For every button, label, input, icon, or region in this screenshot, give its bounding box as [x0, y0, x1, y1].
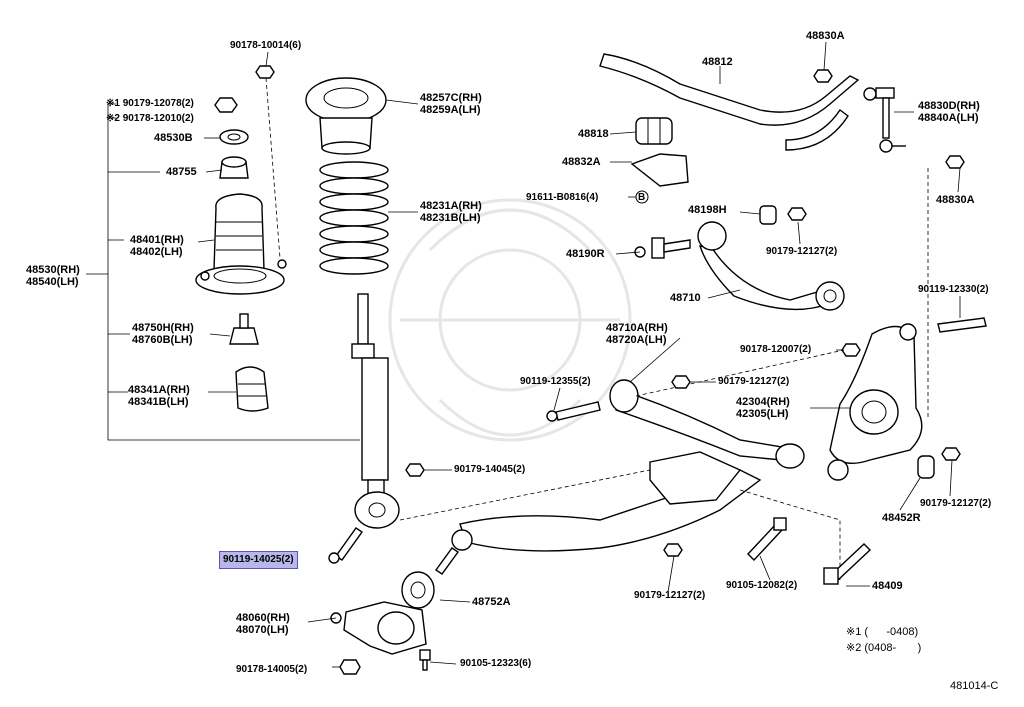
note-variant-2: ※2 (0408- ) [846, 642, 922, 654]
label-90119-12330: 90119-12330(2) [918, 284, 989, 295]
label-48190R: 48190R [566, 248, 605, 260]
label-91611-B0816: 91611-B0816(4) [526, 192, 599, 203]
label-48060: 48060(RH) [236, 612, 290, 624]
label-48752A: 48752A [472, 596, 511, 608]
bolt-marker-label: B [638, 192, 646, 203]
label-48840A: 48840A(LH) [918, 112, 979, 124]
label-90179-12127-c: 90179-12127(2) [634, 590, 706, 601]
bushing-48818 [635, 117, 673, 145]
bumper-48750H [229, 313, 259, 345]
bolt-48409 [823, 543, 872, 585]
label-48812: 48812 [702, 56, 733, 68]
bolt-90119-14025 [328, 527, 363, 564]
spring-seat-48257C [305, 77, 387, 155]
bracket-48832A [630, 153, 689, 187]
label-90179-12127-d: 90179-12127(2) [920, 498, 992, 509]
assembly-bracket [86, 103, 360, 441]
bolt-90105-12082 [747, 517, 787, 562]
label-48259A: 48259A(LH) [420, 104, 481, 116]
label-48231B: 48231B(LH) [420, 212, 481, 224]
label-48540: 48540(LH) [26, 276, 79, 288]
label-48530: 48530(RH) [26, 264, 80, 276]
label-90105-12323: 90105-12323(6) [460, 658, 532, 669]
bushing-48198H [759, 205, 777, 225]
knuckle-42304 [827, 323, 923, 481]
trailing-arm [399, 451, 841, 580]
label-48755: 48755 [166, 166, 197, 178]
dust-boot-48401 [195, 193, 287, 295]
label-48818: 48818 [578, 128, 609, 140]
label-48830A-right: 48830A [936, 194, 975, 206]
label-90179-12078: ※1 90179-12078(2) [106, 98, 194, 109]
label-90178-14005: 90178-14005(2) [236, 664, 308, 675]
label-48710: 48710 [670, 292, 701, 304]
label-48402: 48402(LH) [130, 246, 183, 258]
upper-nut [255, 65, 281, 259]
label-48830D: 48830D(RH) [918, 100, 980, 112]
bumper-48341A [235, 366, 269, 412]
label-48720A: 48720A(LH) [606, 334, 667, 346]
note-variant-1: ※1 ( -0408) [846, 626, 919, 638]
nut-48830A-top [813, 69, 833, 83]
lower-arm-48710A [609, 349, 845, 469]
label-90179-14045: 90179-14045(2) [454, 464, 526, 475]
leader-lines [197, 41, 961, 668]
label-42304: 42304(RH) [736, 396, 790, 408]
bushing-48752A [401, 571, 435, 609]
label-48341B: 48341B(LH) [128, 396, 189, 408]
label-48830A-top: 48830A [806, 30, 845, 42]
label-90178-12007: 90178-12007(2) [740, 344, 812, 355]
nut-90179-14045 [405, 463, 425, 477]
bolt-90119-12355 [546, 401, 601, 422]
nut-90179-12127-a [787, 207, 807, 221]
shock-absorber [351, 293, 400, 529]
label-48409: 48409 [872, 580, 903, 592]
coil-spring-48231A [319, 161, 389, 275]
label-42305: 42305(LH) [736, 408, 789, 420]
nut-90178-14005 [339, 659, 361, 675]
nut-48530 [214, 97, 249, 145]
label-48832A: 48832A [562, 156, 601, 168]
label-90178-10014: 90178-10014(6) [230, 40, 302, 51]
figure-id: 481014-C [950, 680, 999, 692]
bushing-48452R [917, 455, 935, 479]
nut-90179-12127-b [671, 375, 691, 389]
label-48750H: 48750H(RH) [132, 322, 194, 334]
label-48257C: 48257C(RH) [420, 92, 482, 104]
label-48198H: 48198H [688, 204, 727, 216]
bolt-48190R [634, 237, 691, 259]
upper-arm-48710 [697, 221, 845, 311]
stabilizer-bar-48812 [599, 53, 860, 151]
label-48401: 48401(RH) [130, 234, 184, 246]
bolt-90119-12330 [937, 317, 987, 333]
label-48710A: 48710A(RH) [606, 322, 668, 334]
bushing-48755 [219, 156, 249, 179]
nut-90179-12127-d [941, 447, 961, 461]
nut-90178-12007 [841, 343, 861, 357]
stabilizer-link-48830D [863, 87, 906, 153]
label-48070: 48070(LH) [236, 624, 289, 636]
label-48231A: 48231A(RH) [420, 200, 482, 212]
label-90178-12010: ※2 90178-12010(2) [106, 113, 194, 124]
bracket-48060 [330, 601, 427, 655]
label-48530B: 48530B [154, 132, 193, 144]
label-48760B: 48760B(LH) [132, 334, 193, 346]
bolt-90105-12323 [419, 649, 431, 671]
label-90105-12082: 90105-12082(2) [726, 580, 798, 591]
label-90179-12127-b: 90179-12127(2) [718, 376, 790, 387]
nut-90179-12127-c [663, 543, 683, 557]
label-90119-12355: 90119-12355(2) [520, 376, 591, 387]
label-48341A: 48341A(RH) [128, 384, 190, 396]
label-90119-14025-highlighted[interactable]: 90119-14025(2) [219, 551, 298, 569]
label-90179-12127-a: 90179-12127(2) [766, 246, 838, 257]
label-48452R: 48452R [882, 512, 921, 524]
